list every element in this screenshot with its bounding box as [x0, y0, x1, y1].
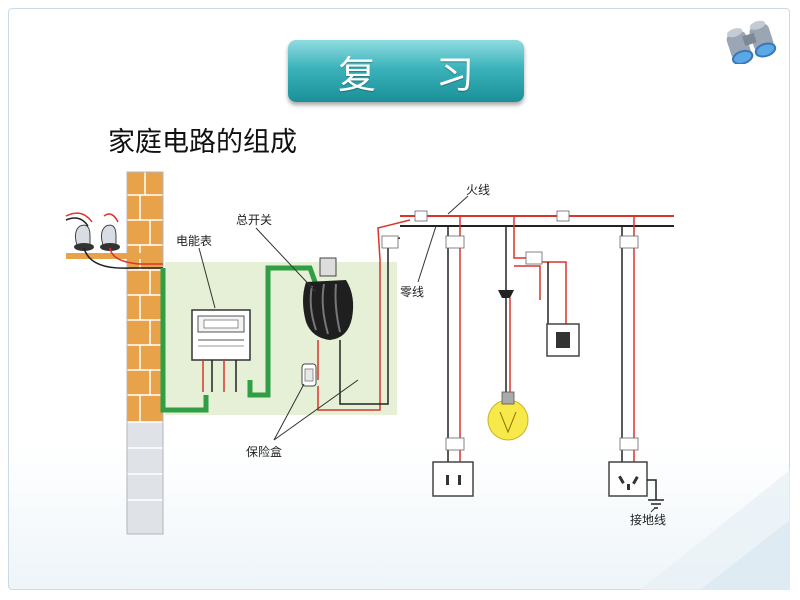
main-switch — [303, 257, 354, 360]
service-cable — [160, 268, 209, 413]
service-insulators — [65, 212, 163, 269]
meter-to-switch-cable — [247, 265, 321, 398]
socket-branch-right — [608, 216, 664, 509]
lamp-branch — [487, 216, 567, 441]
label-meter: 电能表 — [176, 234, 212, 248]
label-neutral-wire: 零线 — [400, 285, 424, 299]
socket-branch-left — [432, 216, 474, 497]
energy-meter — [191, 309, 251, 392]
label-main-switch: 总开关 — [236, 213, 272, 227]
page-title: 复 习 — [337, 52, 499, 97]
subtitle: 家庭电路的组成 — [108, 127, 297, 158]
label-fire-wire: 火线 — [466, 183, 490, 197]
title-banner: 复 习 — [288, 40, 524, 102]
binoculars-icon — [726, 20, 777, 64]
label-ground-wire: 接地线 — [630, 512, 666, 527]
fuse-box — [301, 363, 317, 387]
wall-switch — [546, 323, 580, 357]
light-bulb — [487, 399, 529, 441]
brick-wall — [126, 171, 164, 535]
label-fuse-box: 保险盒 — [246, 444, 282, 459]
corner-decoration — [640, 470, 790, 590]
